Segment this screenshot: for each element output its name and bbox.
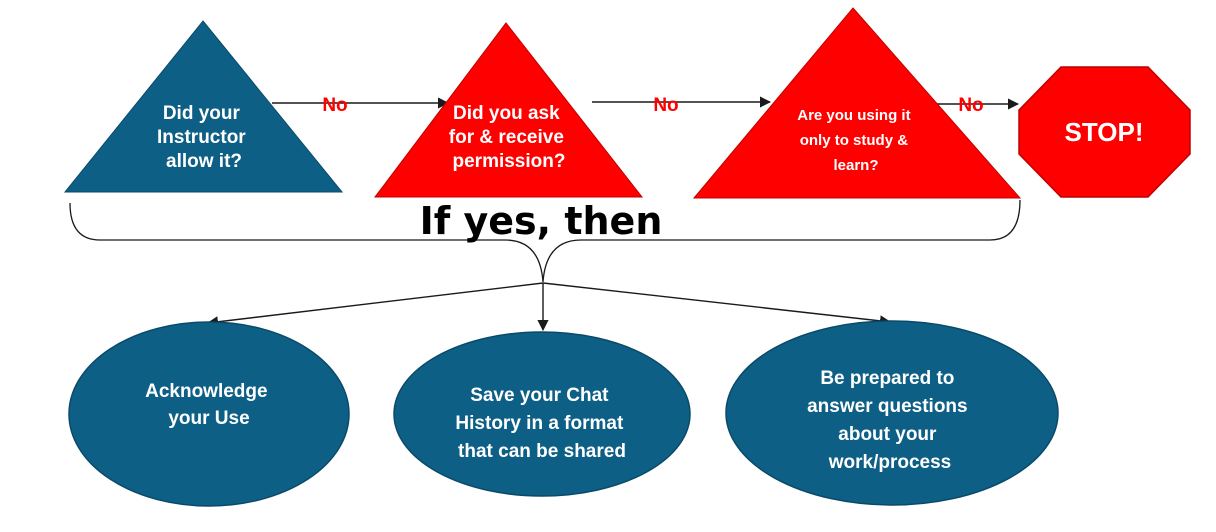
no-label-2: No [653,95,678,116]
decision-3-line-2: only to study & [800,132,909,149]
outcome-2-line-2: History in a format [455,413,624,434]
decision-instructor-allowed-label: Did your Instructor allow it? [157,103,251,172]
outcome-1-line-2: your Use [168,408,249,429]
outcome-2-line-3: that can be shared [458,441,626,462]
no-label-1: No [322,95,347,116]
outcome-3-line-1: Be prepared to [820,368,954,389]
outcome-2-line-1: Save your Chat [470,385,609,406]
decision-1-line-1: Did your [163,103,241,124]
decision-permission-label: Did you ask for & receive permission? [449,103,569,172]
outcome-1-line-1: Acknowledge [145,381,267,402]
stop-label: STOP! [1065,117,1144,147]
decision-2-line-2: for & receive [449,127,564,148]
decision-study-only-label: Are you using it only to study & learn? [797,107,915,174]
outcome-acknowledge-shape [68,321,350,507]
outcome-3-line-2: answer questions [807,396,968,417]
brace-label: If yes, then [420,199,663,243]
decision-permission-shape [373,22,644,198]
decision-study-only-shape [692,7,1022,199]
decision-1-line-3: allow it? [166,151,242,172]
outcome-save-history-shape [393,331,691,497]
arrow-to-outcome-3 [542,282,892,327]
decision-2-line-1: Did you ask [453,103,560,124]
outcome-3-line-3: about your [838,424,937,445]
stop-sign-shape [1018,66,1191,198]
decision-3-line-3: learn? [833,157,878,174]
outcome-save-history-label: Save your Chat History in a format that … [455,385,628,462]
decision-1-line-2: Instructor [157,127,246,148]
decision-instructor-allowed-shape [63,20,344,193]
outcome-3-line-4: work/process [828,452,952,473]
no-label-3: No [958,95,983,116]
outcome-be-prepared-label: Be prepared to answer questions about yo… [807,368,973,473]
outcome-be-prepared-shape [725,320,1059,506]
curly-brace [69,199,1021,283]
decision-3-line-1: Are you using it [797,107,910,124]
decision-2-line-3: permission? [453,151,566,172]
outcome-acknowledge-label: Acknowledge your Use [145,381,273,429]
arrow-to-outcome-1 [206,282,544,328]
